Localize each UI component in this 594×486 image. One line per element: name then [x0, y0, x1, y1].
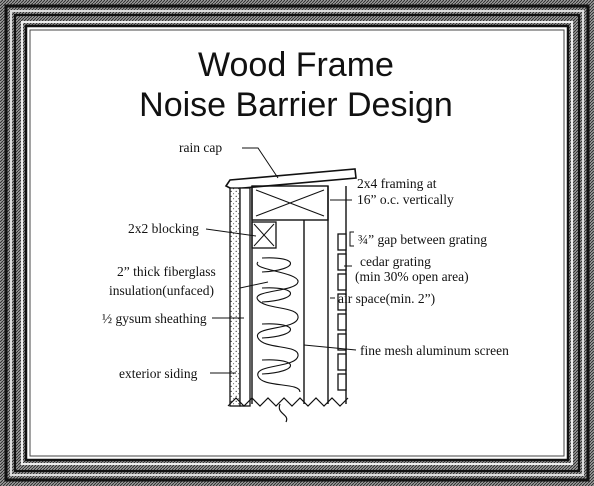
wall-section	[224, 168, 357, 423]
label-rain-cap: rain cap	[179, 140, 222, 155]
label-cedar-line2: (min 30% open area)	[355, 269, 469, 284]
insulation	[256, 257, 301, 393]
label-framing-line1: 2x4 framing at	[357, 176, 437, 191]
label-siding: exterior siding	[119, 366, 198, 381]
cedar-grating	[337, 233, 347, 391]
leader-gap-bracket	[349, 231, 354, 247]
label-sheathing: ½ gysum sheathing	[102, 311, 207, 326]
label-blocking: 2x2 blocking	[128, 221, 199, 236]
label-framing-line2: 16” o.c. vertically	[357, 192, 454, 207]
label-cedar-line1: cedar grating	[360, 254, 431, 269]
label-fiberglass-line1: 2” thick fiberglass	[117, 264, 216, 279]
title-line-2: Noise Barrier Design	[139, 86, 453, 124]
leader-blocking	[205, 228, 257, 237]
label-fiberglass-line2: insulation(unfaced)	[109, 283, 214, 298]
label-air-space: air space(min. 2”)	[338, 291, 435, 306]
leader-fiberglass	[239, 281, 269, 289]
gypsum-sheathing	[239, 187, 251, 407]
leader-lines	[205, 147, 357, 374]
label-gap: ¾” gap between grating	[358, 232, 487, 247]
leader-rain-cap	[242, 147, 279, 179]
label-screen: fine mesh aluminum screen	[360, 343, 509, 358]
leader-screen	[303, 344, 357, 351]
title-line-1: Wood Frame	[198, 46, 394, 84]
